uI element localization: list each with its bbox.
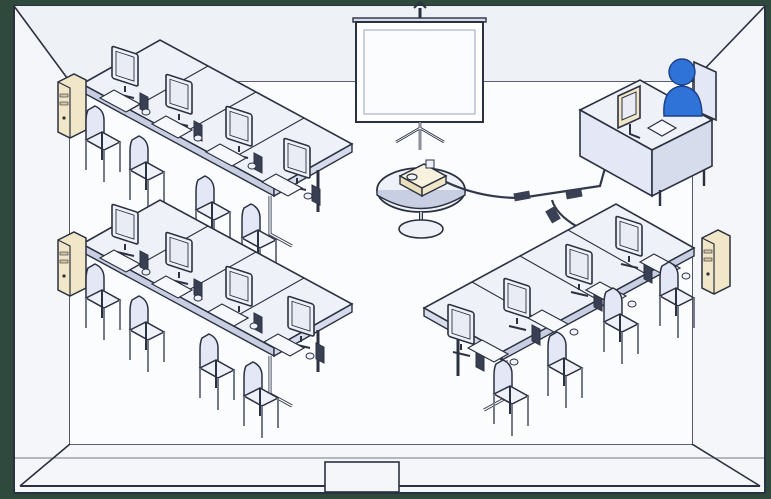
computer-tower-3 [702, 230, 730, 294]
door-icon [325, 462, 399, 492]
computer-tower-1 [58, 74, 86, 138]
computer-tower-2 [58, 232, 86, 296]
